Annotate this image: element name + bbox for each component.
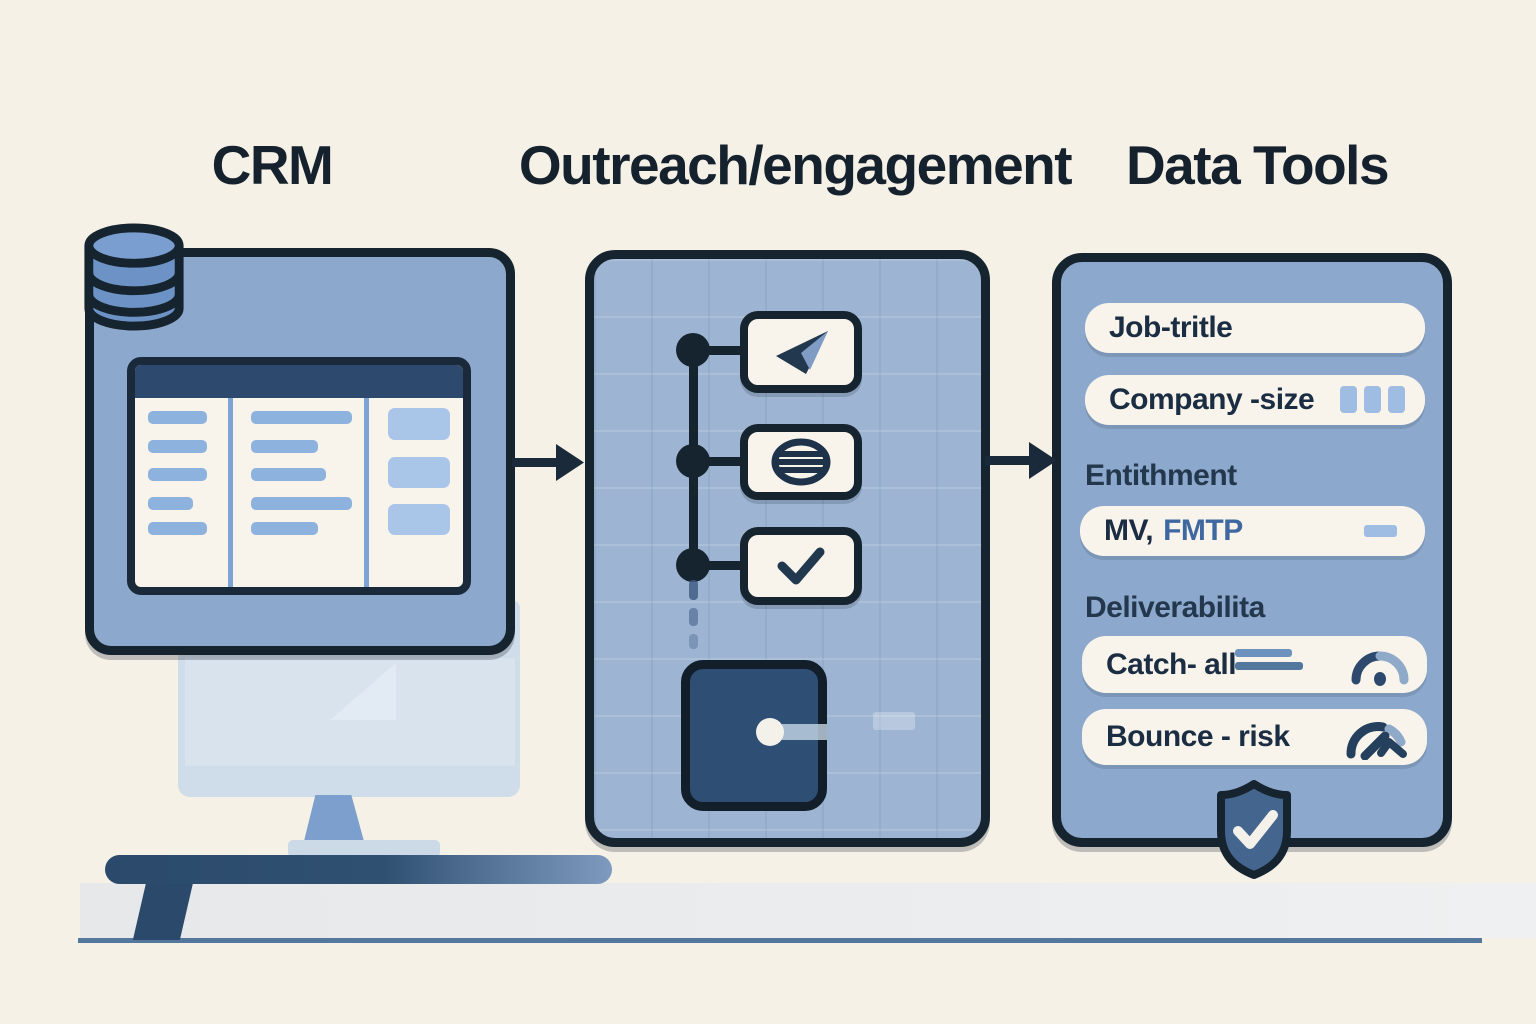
table-cell-block bbox=[388, 504, 450, 535]
gauge-needle-check-icon bbox=[1346, 722, 1407, 760]
deliverability-heading: Deliverabilita bbox=[1085, 591, 1265, 624]
arrow-outreach-to-datatools-icon bbox=[985, 442, 1057, 479]
enrichment-heading: Entithment bbox=[1085, 459, 1237, 492]
field-company-size-label: Company -size bbox=[1109, 383, 1315, 416]
table-row-bar bbox=[148, 411, 207, 424]
field-company-size: Company -size bbox=[1085, 375, 1425, 425]
field-bounce-risk: Bounce - risk bbox=[1082, 709, 1427, 765]
table-row-bar bbox=[148, 522, 207, 535]
table-row-bar bbox=[251, 522, 318, 535]
crm-table-window bbox=[127, 357, 471, 595]
decoration-line bbox=[1235, 662, 1303, 670]
table-row-bar bbox=[251, 440, 318, 453]
field-job-title: Job-tritle bbox=[1085, 303, 1425, 353]
floor-strip bbox=[80, 883, 1536, 938]
table-row-bar bbox=[251, 468, 326, 481]
timeline-dash bbox=[689, 580, 698, 600]
step-card-send bbox=[740, 311, 862, 393]
floor-line bbox=[78, 938, 1482, 943]
step-card-open bbox=[740, 424, 862, 500]
striped-sphere-icon bbox=[771, 438, 831, 486]
field-mx-smtp: MV, FMTP bbox=[1080, 506, 1425, 556]
column-divider bbox=[228, 398, 233, 587]
table-row-bar bbox=[251, 497, 352, 510]
table-row-bar bbox=[251, 411, 352, 424]
arrow-crm-to-outreach-icon bbox=[512, 444, 584, 481]
gauge-dot-icon bbox=[1351, 651, 1409, 686]
step-card-check bbox=[740, 527, 862, 605]
knob-slider-bar bbox=[782, 724, 827, 740]
desk-bar bbox=[105, 855, 612, 884]
catch-all-lines bbox=[1235, 649, 1303, 670]
size-chip bbox=[1364, 386, 1381, 413]
data-tools-title: Data Tools bbox=[1125, 134, 1390, 196]
knob-circle bbox=[756, 718, 784, 746]
timeline-dash bbox=[689, 608, 698, 626]
table-row-bar bbox=[148, 497, 193, 510]
timeline-connector bbox=[698, 457, 744, 466]
timeline-dash bbox=[689, 634, 698, 649]
column-divider bbox=[364, 398, 369, 587]
database-icon bbox=[84, 223, 184, 331]
decoration-line bbox=[1235, 649, 1292, 657]
monitor-reflection bbox=[330, 663, 396, 720]
table-row-bar bbox=[148, 440, 207, 453]
smtp-label: FMTP bbox=[1163, 514, 1243, 547]
field-job-title-label: Job-tritle bbox=[1109, 311, 1233, 344]
monitor-base bbox=[288, 840, 440, 857]
monitor-stand bbox=[303, 795, 365, 845]
field-catch-all: Catch- all bbox=[1082, 636, 1427, 693]
table-cell-block bbox=[388, 408, 450, 440]
size-chip bbox=[1388, 386, 1405, 413]
shield-check-icon bbox=[1217, 780, 1291, 879]
timeline-connector bbox=[698, 346, 744, 355]
paper-plane-send-icon bbox=[776, 331, 828, 374]
mx-label: MV, bbox=[1104, 514, 1154, 547]
crm-title: CRM bbox=[211, 134, 334, 196]
timeline-connector bbox=[698, 561, 744, 570]
field-dash-decoration bbox=[1364, 525, 1397, 537]
outreach-title: Outreach/engagement bbox=[518, 134, 1073, 196]
catch-all-label: Catch- all bbox=[1106, 647, 1237, 681]
size-chip bbox=[1340, 386, 1357, 413]
company-size-squares-icon bbox=[1340, 386, 1405, 413]
table-cell-block bbox=[388, 457, 450, 488]
window-header-bar bbox=[135, 365, 463, 398]
faint-highlight-patch bbox=[873, 712, 915, 730]
bounce-risk-label: Bounce - risk bbox=[1106, 720, 1290, 753]
table-row-bar bbox=[148, 468, 207, 481]
check-icon bbox=[777, 547, 825, 585]
